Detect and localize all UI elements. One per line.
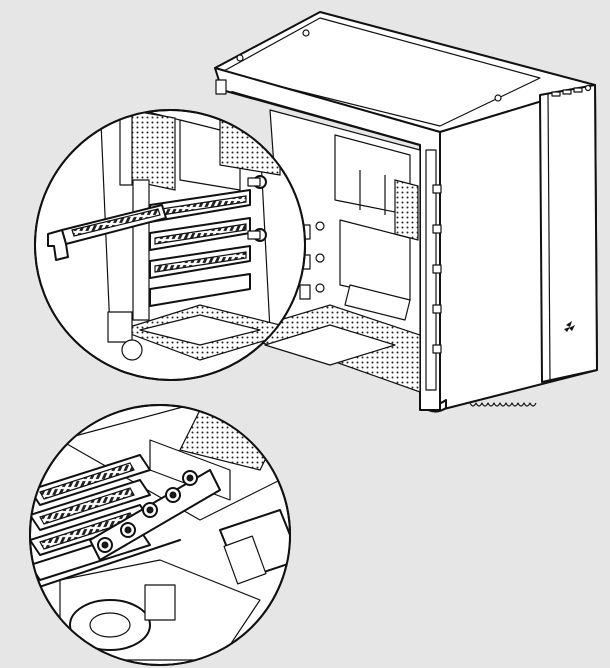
case-top-front-strip: [221, 17, 541, 127]
thumbscrew-icon: [97, 470, 198, 553]
zoom-circle-bottom-border: [29, 404, 291, 666]
floor-ledge: [264, 324, 396, 366]
io-port: [573, 87, 583, 93]
pcie-slot-bracket: [149, 273, 251, 307]
zoom-circle-top-border: [34, 109, 306, 381]
io-port: [551, 91, 561, 97]
pc-case: [214, 11, 598, 413]
pcie-bracket-vents: [154, 251, 247, 273]
io-port: [562, 89, 572, 95]
glass-door-edge: [425, 149, 442, 391]
bottom-feet-vents: [469, 402, 537, 407]
thumbscrew-icon: [247, 175, 267, 242]
zoom-callout-screw-detail: [29, 404, 291, 666]
top-screw: [302, 29, 310, 37]
top-screw: [494, 94, 502, 102]
removed-bracket-vents: [71, 208, 161, 237]
bracket-tab: [47, 229, 69, 261]
zoom-callout-pcie-brackets: [34, 109, 306, 381]
power-button: [584, 84, 592, 92]
drive-cage: [334, 134, 411, 321]
top-latch: [215, 79, 227, 95]
pcie-bracket-vents: [154, 223, 247, 245]
front-panel-edge: [547, 92, 551, 381]
interior-top-edge: [231, 91, 421, 146]
top-screw: [236, 54, 244, 62]
corsair-sails-icon: [564, 321, 575, 332]
front-io-ports: [551, 84, 592, 97]
side-mesh-vent: [394, 179, 419, 241]
